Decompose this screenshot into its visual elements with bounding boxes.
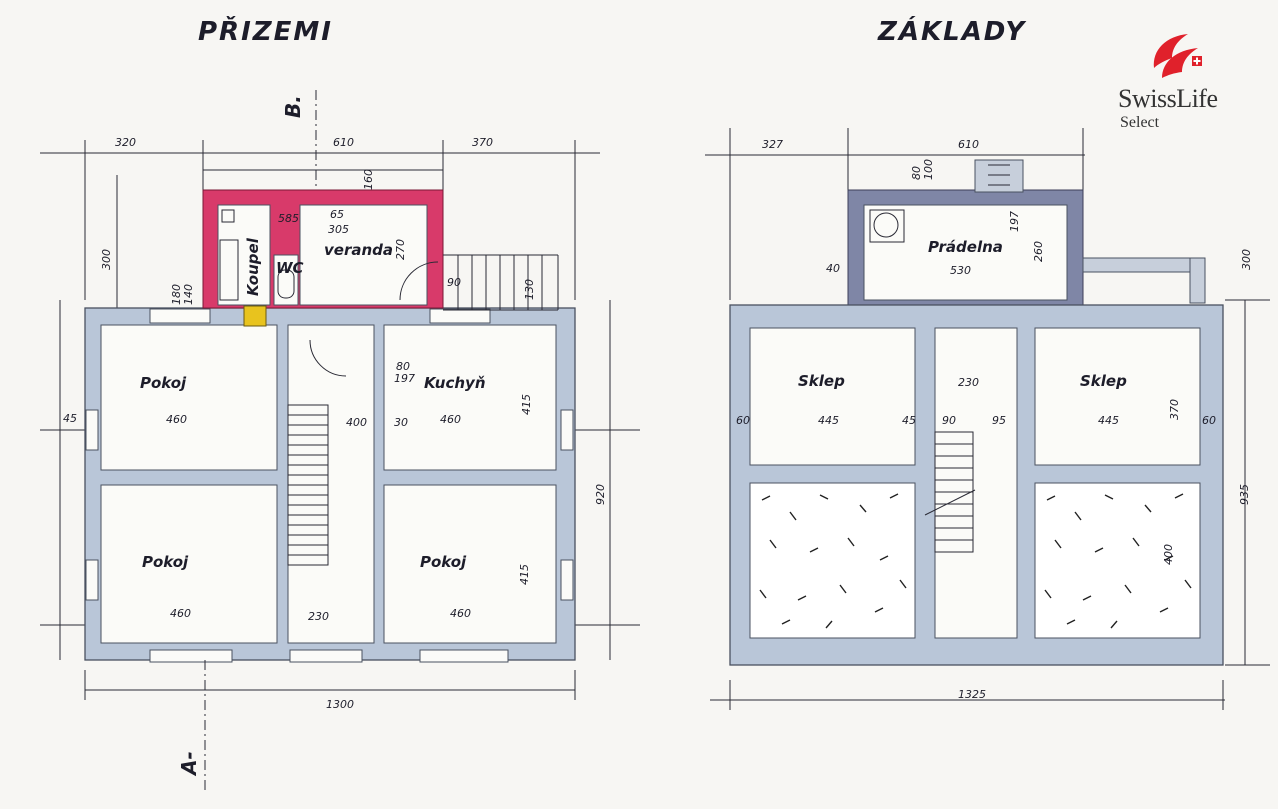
basement-dim-60-right: 60	[1202, 414, 1216, 427]
basement-dim-60-left: 60	[736, 414, 750, 427]
dim-pokoj-bottom-right-height: 415	[518, 564, 531, 585]
room-sklep-left: Sklep	[798, 372, 845, 390]
dim-305: 305	[328, 223, 349, 236]
basement-dim-right-total: 935	[1238, 484, 1251, 505]
basement-plan: 327 610	[705, 128, 1270, 710]
dim-pokoj-top-left-width: 460	[166, 413, 187, 426]
room-wc: WC	[276, 259, 304, 277]
dim-130: 130	[523, 279, 536, 300]
basement-dim-right-top: 300	[1240, 249, 1253, 270]
dim-pokoj-bottom-left-width: 460	[170, 607, 191, 620]
dim-140: 140	[182, 284, 195, 305]
dim-30: 30	[394, 416, 408, 429]
dim-kuchyn-width: 460	[440, 413, 461, 426]
dim-left-300: 300	[100, 249, 113, 270]
dim-160: 160	[362, 169, 375, 190]
dim-bottom-total: 1300	[326, 698, 354, 711]
dim-80: 80	[396, 360, 410, 373]
dim-top-320: 320	[115, 136, 136, 149]
dim-hall-width: 400	[346, 416, 367, 429]
room-kuchyn: Kuchyň	[424, 374, 486, 392]
basement-dim-95: 95	[992, 414, 1006, 427]
gravel-fill-left	[759, 493, 907, 629]
dim-sklep-right-height: 370	[1168, 399, 1181, 420]
dim-predelna-width: 530	[950, 264, 971, 277]
gravel-fill-right	[1044, 493, 1192, 629]
basement-dim-bottom-total: 1325	[958, 688, 986, 701]
basement-dim-90: 90	[942, 414, 956, 427]
dim-corridor-width: 230	[308, 610, 329, 623]
dim-left-45: 45	[63, 412, 77, 425]
dim-predelna-height: 260	[1032, 241, 1045, 262]
room-pokoj-bottom-right: Pokoj	[420, 553, 467, 571]
ground-exterior-stairs	[309, 254, 559, 377]
room-predelna: Prádelna	[928, 238, 1003, 256]
dim-right-total: 920	[594, 484, 607, 505]
swisslife-logo: SwissLife Select	[1114, 28, 1244, 138]
basement-dim-45: 45	[902, 414, 916, 427]
dim-pokoj-bottom-right-width: 460	[450, 607, 471, 620]
basement-dim-top-327: 327	[762, 138, 783, 151]
swisslife-flame-icon	[1153, 34, 1202, 78]
dim-270: 270	[394, 239, 407, 260]
dim-90: 90	[447, 276, 461, 289]
dim-585: 585	[278, 212, 299, 225]
dim-basement-corridor: 230	[958, 376, 979, 389]
basement-staircase	[924, 431, 976, 553]
dim-kuchyn-height: 415	[520, 394, 533, 415]
basement-dim-top-610: 610	[958, 138, 979, 151]
basement-dim-80: 80	[910, 166, 923, 180]
room-koupelna: Koupel	[244, 237, 262, 296]
ground-floor-plan: 320 610 370 B. 300 45	[40, 90, 640, 790]
dim-sklep-right-width: 445	[1098, 414, 1119, 427]
title-foundations: ZÁKLADY	[877, 15, 1027, 47]
room-sklep-right: Sklep	[1080, 372, 1127, 390]
section-a-label: A-	[177, 751, 201, 777]
dim-sklep-left-width: 445	[818, 414, 839, 427]
dim-180: 180	[170, 284, 183, 305]
room-veranda: veranda	[324, 241, 393, 259]
dim-65: 65	[330, 208, 344, 221]
room-pokoj-top-left: Pokoj	[140, 374, 187, 392]
basement-dim-197: 197	[1008, 211, 1021, 232]
title-ground-floor: PŘIZEMI	[198, 15, 333, 47]
room-pokoj-bottom-left: Pokoj	[142, 553, 189, 571]
basement-dim-40: 40	[826, 262, 840, 275]
brand-name: SwissLife	[1118, 84, 1218, 113]
dim-197: 197	[394, 372, 415, 385]
section-b-label: B.	[281, 95, 305, 118]
dim-top-610: 610	[333, 136, 354, 149]
dim-top-370: 370	[472, 136, 493, 149]
ground-staircase	[287, 404, 329, 566]
ground-annex	[202, 189, 444, 327]
dim-fill-height: 400	[1162, 544, 1175, 565]
basement-dim-100: 100	[922, 159, 935, 180]
brand-sub: Select	[1120, 114, 1160, 131]
